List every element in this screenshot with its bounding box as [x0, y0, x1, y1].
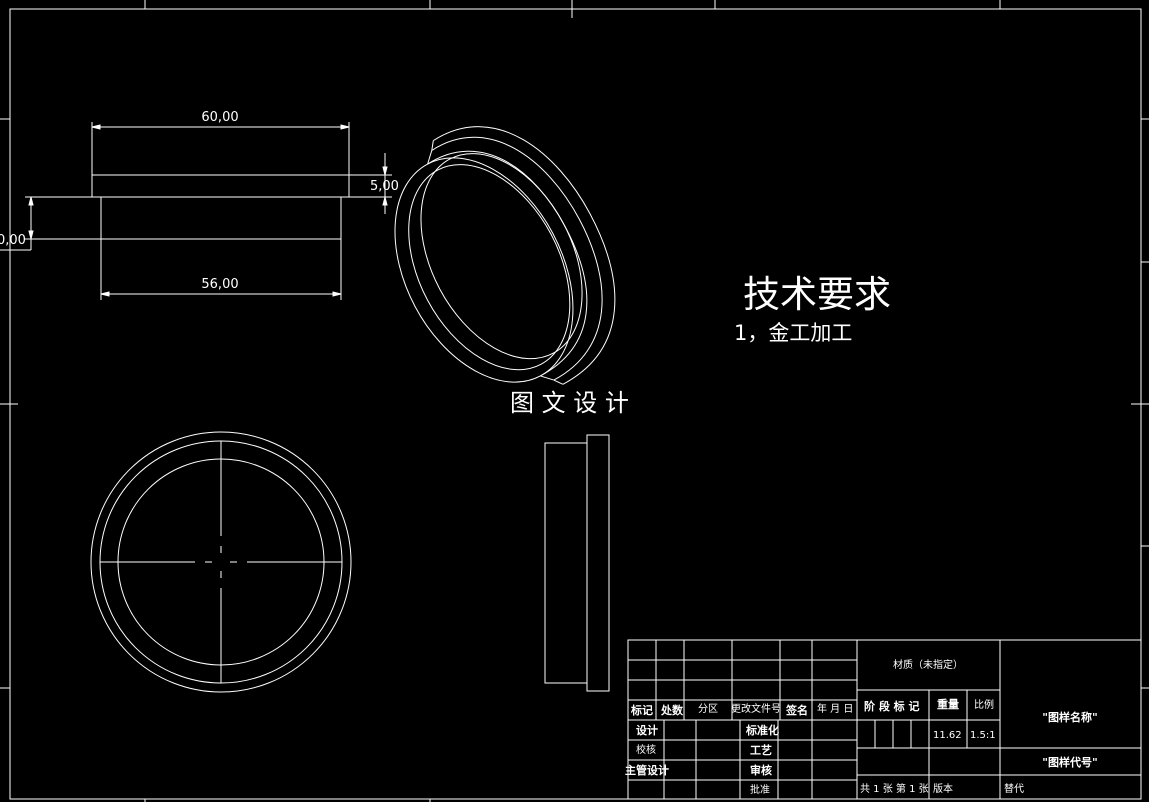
tb-mark: 标记 — [630, 703, 653, 717]
side-flange — [586, 434, 610, 692]
tb-change-doc: 更改文件号 — [731, 702, 781, 715]
title-block — [627, 639, 1142, 800]
tb-standardize: 标准化 — [745, 723, 779, 737]
tech-req-title: 技术要求 — [743, 273, 891, 316]
tb-scale-value: 1.5:1 — [970, 730, 996, 741]
side-body — [544, 442, 588, 684]
tech-req-item-1: 1，金工加工 — [734, 321, 852, 345]
tb-process: 工艺 — [750, 743, 772, 757]
dim-left-height: 0,00 — [0, 233, 26, 248]
isometric-view — [394, 126, 616, 385]
top-view — [90, 431, 352, 693]
tb-sign: 签名 — [785, 703, 808, 717]
tb-date: 年 月 日 — [817, 702, 853, 715]
tb-weight: 重量 — [937, 697, 959, 711]
tb-replace: 替代 — [1004, 782, 1024, 795]
tb-drawing-name: "图样名称" — [1042, 710, 1097, 724]
tb-design: 设计 — [636, 723, 658, 737]
tb-weight-value: 11.62 — [933, 730, 962, 741]
tb-check: 校核 — [636, 743, 656, 756]
tb-chief-design: 主管设计 — [625, 763, 669, 777]
tb-scale: 比例 — [974, 698, 994, 711]
tb-material: 材质（未指定） — [893, 658, 963, 671]
tb-stage-mark: 阶 段 标 记 — [864, 699, 920, 713]
tb-drawing-code: "图样代号" — [1042, 755, 1097, 769]
tb-sheets: 共 1 张 第 1 张 — [860, 782, 929, 795]
iso-front-inner — [408, 164, 571, 371]
front-view — [0, 122, 392, 300]
dim-bottom-width: 56,00 — [201, 277, 238, 292]
iso-back-inner — [420, 153, 583, 360]
tb-approve: 批准 — [750, 783, 770, 796]
watermark-text: 图 文 设 计 — [510, 389, 629, 417]
tb-version: 版本 — [933, 782, 953, 795]
side-view — [544, 434, 610, 692]
circle-outer — [90, 431, 352, 693]
tb-count: 处数 — [660, 703, 684, 717]
body-outline — [100, 196, 342, 240]
dim-top-width: 60,00 — [201, 110, 238, 125]
iso-front-outer — [394, 157, 574, 383]
dim-flange-thickness: 5,00 — [370, 179, 399, 194]
tb-review: 审核 — [750, 763, 772, 777]
tb-zone: 分区 — [698, 703, 718, 715]
flange-outline — [91, 174, 350, 198]
